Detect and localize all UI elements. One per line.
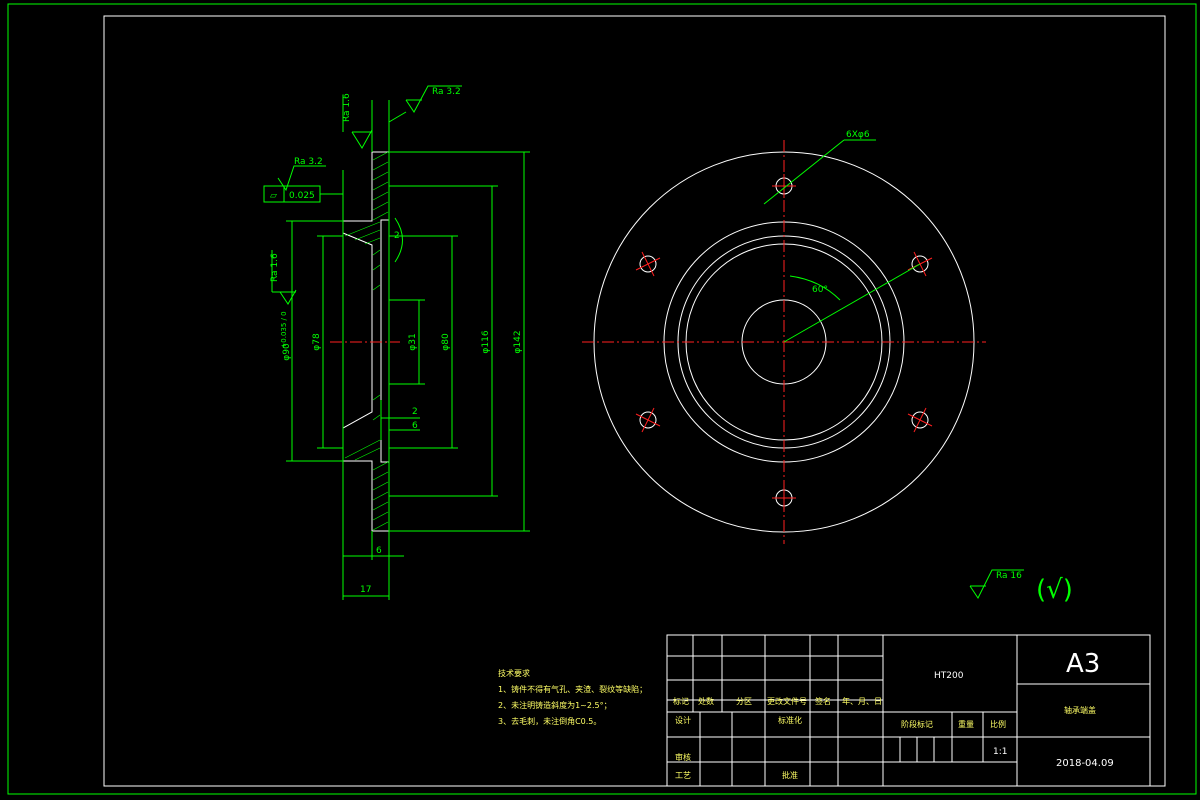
tb-date: 2018-04.09 (1056, 758, 1114, 769)
tb-zone: 分区 (736, 697, 752, 706)
general-roughness: Ra 16 (996, 571, 1022, 581)
inner-frame (103, 15, 1166, 787)
tb-design: 设计 (675, 715, 691, 725)
roughness-top-right: Ra 3.2 (432, 87, 461, 97)
dim-d90-tolerance: +0.035 / 0 (280, 311, 288, 348)
dim-6: 6 (376, 546, 382, 556)
tech-note-2: 2、未注明铸造斜度为1~2.5°； (498, 700, 612, 710)
bolt-hole (911, 411, 929, 429)
dim-d116: φ116 (481, 330, 491, 353)
section-hatching (344, 151, 389, 531)
bolt-hole (911, 255, 929, 273)
dim-d78: φ78 (312, 333, 322, 351)
tb-count: 处数 (698, 696, 714, 706)
roughness-flatness: Ra 3.2 (294, 157, 323, 167)
tb-scale-label: 比例 (990, 719, 1006, 729)
tb-material: HT200 (934, 671, 964, 681)
tech-note-1: 1、铸件不得有气孔、夹渣、裂纹等缺陷； (498, 684, 647, 694)
flatness-symbol: ⏥ (270, 191, 277, 201)
tb-process: 工艺 (675, 771, 691, 780)
tech-notes-title: 技术要求 (498, 668, 530, 678)
general-roughness-symbol (969, 569, 1024, 599)
tb-scale: 1:1 (993, 747, 1007, 757)
bolt-holes (635, 174, 933, 510)
tb-date-header: 年、月、日 (842, 696, 882, 706)
bolt-hole (639, 255, 657, 273)
angle-leader (783, 263, 921, 343)
roughness-top-left: Ra 1.6 (342, 93, 352, 122)
tb-part-name: 轴承端盖 (1064, 705, 1096, 715)
dim-d142: φ142 (513, 330, 523, 353)
dim-d80: φ80 (441, 333, 451, 351)
dim-d31: φ31 (408, 333, 418, 350)
dim-d90: φ90 (282, 343, 292, 361)
section-view: φ142 φ116 φ80 φ31 φ78 φ90 +0.035 / 0 2 6… (263, 85, 530, 600)
dim-6-small: 6 (412, 421, 418, 431)
title-block-grid (666, 634, 1151, 787)
tb-approve: 批准 (782, 770, 798, 780)
tb-stage: 阶段标记 (901, 719, 933, 729)
tb-standard: 标准化 (778, 715, 802, 725)
roughness-symbol-top-left (342, 95, 373, 149)
extension-lines (286, 100, 530, 600)
roughness-symbol-bore (271, 250, 297, 305)
general-roughness-symbol-text: (√) (1036, 575, 1073, 605)
holes-leader (763, 139, 876, 205)
chamfer-arc (394, 217, 403, 263)
dim-chamfer: 2 (394, 231, 400, 241)
outer-border (7, 3, 1197, 795)
plan-view: 6Xφ6 60° (582, 130, 986, 544)
tb-weight: 重量 (958, 719, 974, 729)
dim-17: 17 (360, 585, 371, 595)
bolt-hole (639, 411, 657, 429)
dimension-lines (291, 152, 525, 597)
holes-label: 6Xφ6 (846, 130, 870, 140)
tb-mark: 标记 (673, 696, 689, 706)
tb-sheet-size: A3 (1066, 649, 1100, 679)
tb-doc: 更改文件号 (767, 696, 807, 706)
tech-note-3: 3、去毛刺，未注倒角C0.5。 (498, 716, 601, 726)
tb-sign: 签名 (815, 696, 831, 706)
roughness-symbol-top-right (388, 85, 462, 123)
dim-2: 2 (412, 407, 418, 417)
flatness-tolerance: 0.025 (289, 191, 315, 201)
tb-review: 审核 (675, 752, 691, 762)
flatness-frame (263, 165, 343, 203)
roughness-bore: Ra 1.6 (270, 253, 280, 282)
angle-label: 60° (812, 285, 828, 295)
